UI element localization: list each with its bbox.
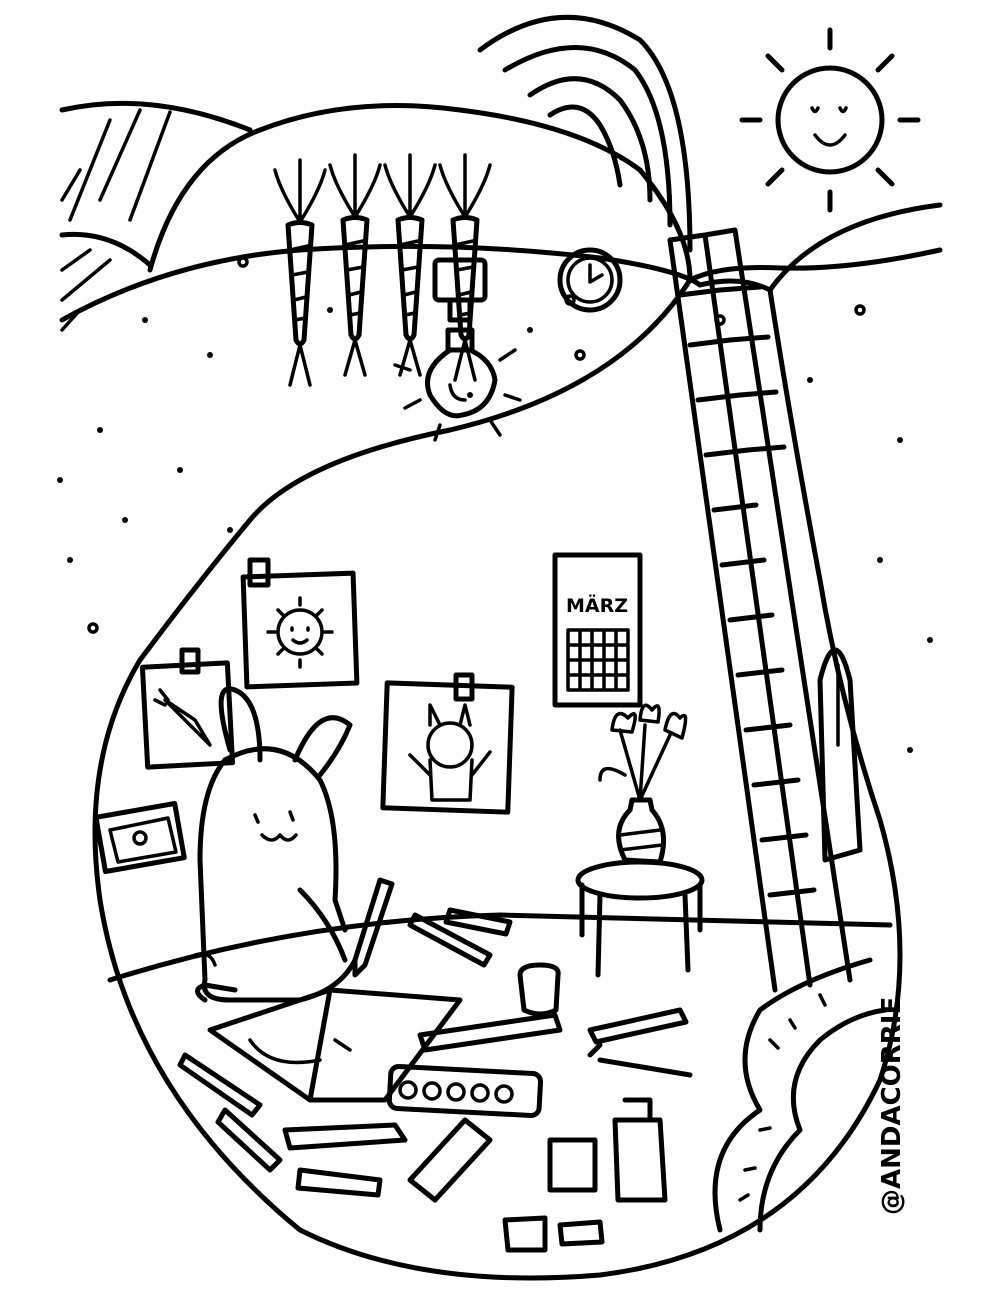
wall-pictures <box>93 557 515 875</box>
winding-rug <box>712 957 888 1233</box>
rainbow <box>477 14 693 253</box>
ladder <box>667 227 853 993</box>
ceiling-lamp <box>393 257 522 442</box>
floor-line <box>107 912 893 983</box>
artist-signature: @ANDACORRIE <box>877 997 907 1215</box>
carrots <box>273 153 492 387</box>
art-supplies <box>177 907 693 1253</box>
sun <box>739 27 921 213</box>
calendar-month-label: MÄRZ <box>566 593 628 617</box>
drawing-paper <box>207 877 463 1103</box>
wall-clock <box>557 247 623 313</box>
room-outline <box>92 277 903 1281</box>
hanging-coat <box>817 647 863 863</box>
side-table <box>575 703 705 978</box>
bunny-artist <box>193 686 358 1003</box>
background-hills <box>59 100 943 332</box>
wall-calendar: MÄRZ <box>552 552 643 708</box>
